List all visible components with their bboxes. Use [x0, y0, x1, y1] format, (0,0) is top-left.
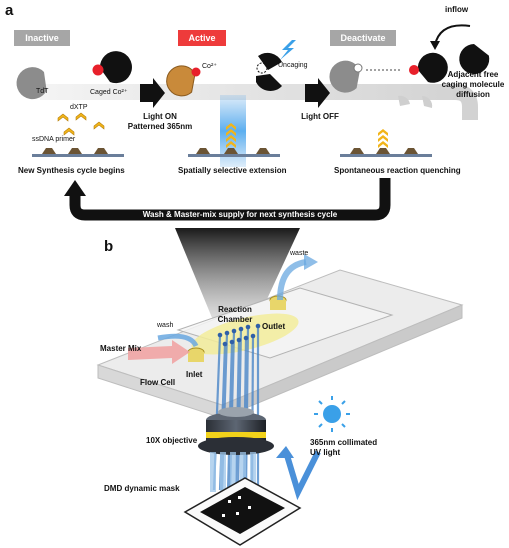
inflow-arrow [434, 24, 471, 46]
state-active-tag: Active [178, 30, 226, 46]
tdt-deactivated [329, 60, 360, 93]
panel-b-letter: b [104, 238, 114, 255]
waste-arrow [277, 259, 307, 301]
wash-loop-arrowhead [64, 180, 86, 196]
light-on-label: Light ON [143, 112, 177, 121]
cobalt-ion-caged [92, 64, 104, 76]
objective-lens [218, 407, 254, 417]
dmd-mirror [200, 487, 285, 534]
objective-ring [206, 432, 266, 438]
flow-cell-label: Flow Cell [140, 378, 176, 387]
caged-cobalt-recaptured [417, 52, 448, 83]
tdt-inactive [16, 67, 47, 100]
projection-cone [175, 228, 300, 325]
cobalt-ion-active [191, 67, 201, 77]
primer-bar-inactive [32, 148, 124, 157]
master-mix-arrow [128, 340, 190, 364]
light-bundle [210, 452, 256, 492]
wash-loop-label: Wash & Master-mix supply for next synthe… [142, 210, 338, 219]
light-off-label: Light OFF [301, 112, 339, 121]
primer-bar-deactivate [340, 129, 432, 157]
ssdna-label: ssDNA primer [32, 136, 76, 143]
tdt-label: TdT [36, 88, 49, 95]
inflow-label: inflow [445, 5, 469, 14]
faded-cage-2 [422, 95, 433, 108]
dmd-label: DMD dynamic mask [104, 484, 180, 493]
panel-a-letter: a [5, 2, 14, 19]
uv-light-label: 365nm collimated UV light [310, 438, 378, 457]
wash-loop [69, 178, 391, 221]
light-off-arrow [305, 78, 330, 108]
adjacent-diffusion-label: Adjacent free caging molecule diffusion [441, 70, 505, 99]
objective-lower [198, 437, 274, 455]
caged-cobalt [99, 51, 132, 84]
inlet-tube [188, 352, 204, 362]
light-on-arrow [140, 78, 165, 108]
co-ion-label: Co²⁺ [202, 63, 217, 70]
objective-label: 10X objective [146, 436, 198, 445]
dxtp-group [57, 112, 105, 136]
lightning-icon [280, 40, 296, 60]
process-band [40, 84, 478, 120]
primer-bar-active [188, 123, 280, 157]
sun-icon [314, 396, 350, 432]
new-cycle-label: New Synthesis cycle begins [18, 166, 125, 175]
dxtp-label: dXTP [70, 104, 88, 111]
state-deactivate-tag: Deactivate [330, 30, 396, 46]
waste-label: waste [290, 250, 309, 257]
cobalt-ion-released [353, 63, 363, 73]
selective-extension-label: Spatially selective extension [178, 166, 287, 175]
reaction-chamber [191, 313, 299, 355]
uncaged-cage-top [258, 52, 282, 70]
cobalt-ion-recaptured [409, 65, 419, 75]
beam-spots [217, 323, 261, 347]
dmd-pixels [222, 496, 251, 517]
uv-arrowhead [276, 446, 294, 458]
master-mix-label: Master Mix [100, 344, 142, 353]
waste-arrowhead [304, 254, 318, 270]
outlet-tube [270, 300, 286, 310]
inflow-cage [459, 44, 490, 74]
inflow-arrowhead [430, 41, 440, 50]
inlet-label: Inlet [186, 370, 203, 379]
caged-co-label: Caged Co²⁺ [90, 89, 128, 96]
faded-cage-1 [398, 95, 410, 106]
uv-reflection-arrow [283, 450, 321, 501]
patterned-365-label: Patterned 365nm [127, 122, 193, 131]
empty-cage-site [256, 62, 268, 74]
outlet-label: Outlet [262, 322, 286, 331]
uncaged-cage-bottom [256, 74, 282, 91]
wash-label: wash [157, 322, 174, 329]
quenching-label: Spontaneous reaction quenching [334, 166, 461, 175]
tdt-active [166, 65, 196, 97]
state-inactive-tag: Inactive [14, 30, 70, 46]
reaction-chamber-label: Reaction Chamber [217, 305, 253, 324]
wash-arrow [157, 333, 199, 348]
uncaging-label: Uncaging [278, 62, 308, 69]
